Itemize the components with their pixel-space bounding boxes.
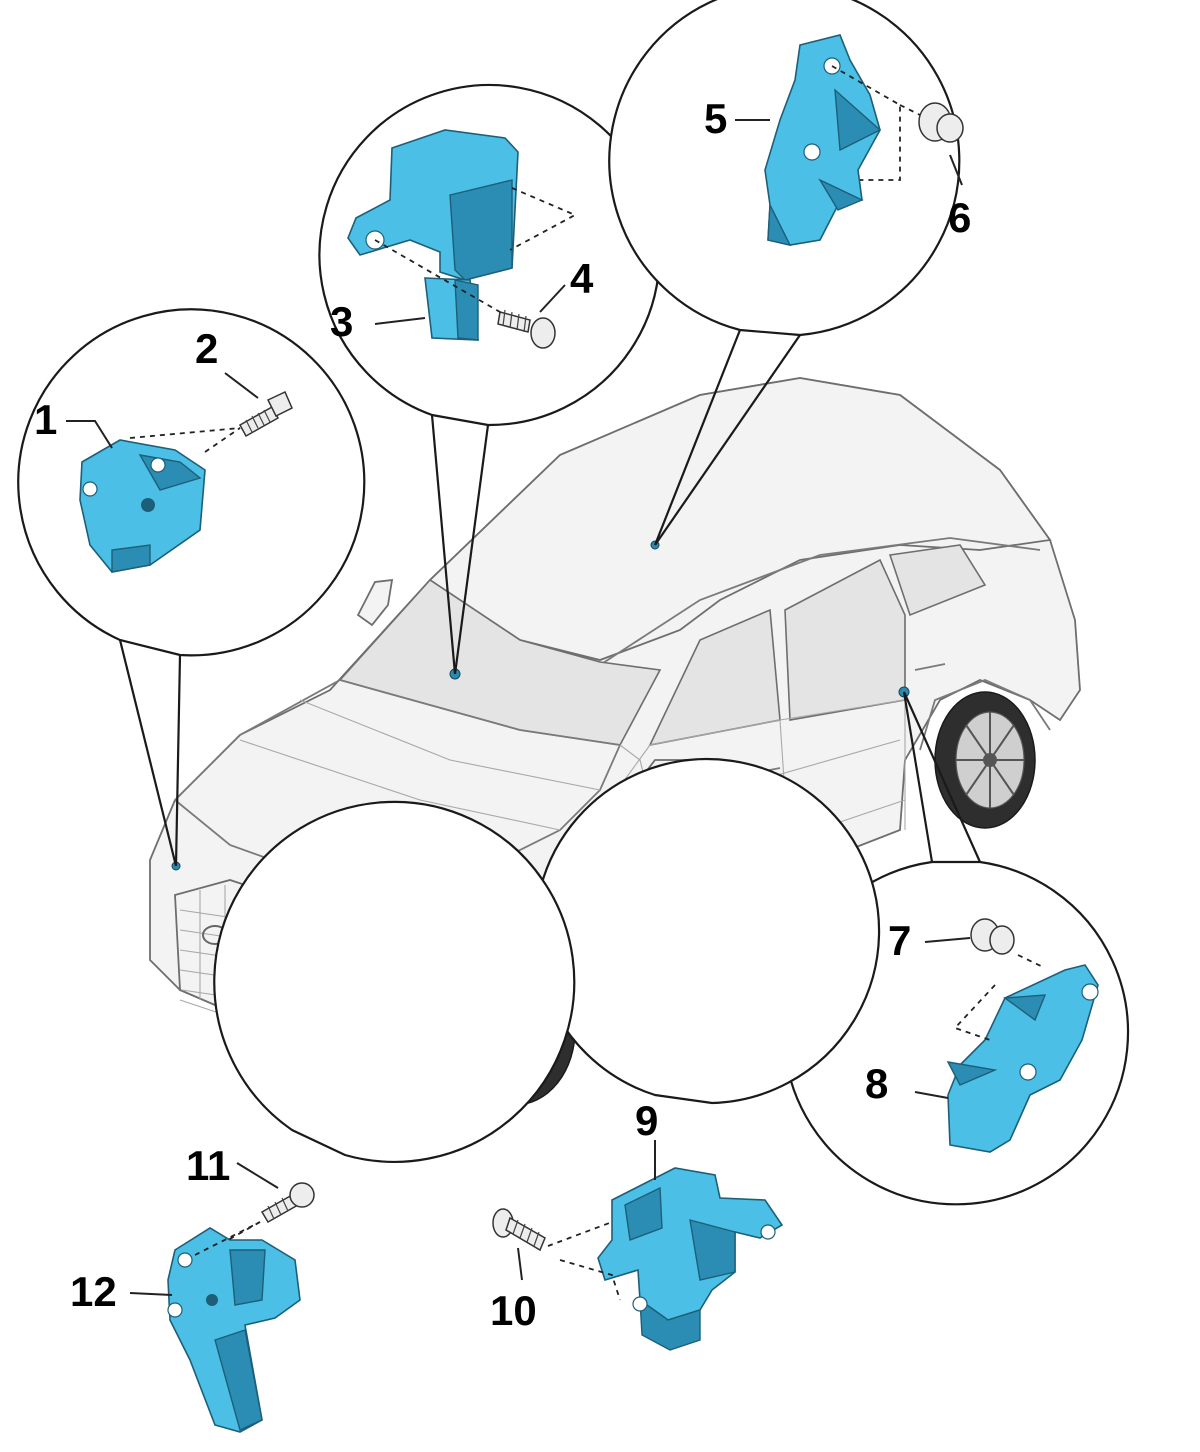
crash-sensor-12: [167, 1227, 301, 1433]
bolt-11: [260, 1182, 315, 1224]
quarter-window: [888, 544, 987, 617]
callout-6: 6: [948, 194, 971, 241]
callout-3: 3: [330, 298, 353, 345]
callout-4: 4: [570, 255, 594, 302]
crash-sensor-9: [597, 1167, 784, 1351]
callout-9: 9: [635, 1097, 658, 1144]
crash-sensor-3: [347, 129, 519, 341]
callout-12: 12: [70, 1268, 117, 1315]
rear-wheel: [934, 691, 1036, 829]
detail-circle-windscreen-sensor: 3 4: [318, 83, 661, 427]
callout-10: 10: [490, 1287, 537, 1334]
detail-circle-front-right-sensor: 11 12: [70, 800, 576, 1433]
callout-1: 1: [34, 396, 57, 443]
roof-rail: [599, 537, 1041, 666]
callout-2: 2: [195, 325, 218, 372]
callout-7: 7: [888, 917, 911, 964]
callout-5: 5: [704, 95, 727, 142]
left-mirror: [356, 578, 394, 627]
crash-sensor-5: [764, 34, 882, 247]
bolt-4: [497, 309, 556, 349]
rear-side-window: [784, 558, 906, 721]
bolt-2: [238, 390, 293, 438]
detail-circle-front-door-sensor: 9 10: [490, 757, 881, 1351]
callout-8: 8: [865, 1060, 888, 1107]
nut-7: [970, 918, 1015, 955]
detail-circle-front-sensor: 1 2: [17, 308, 366, 657]
vehicle-roof: [428, 377, 1052, 661]
bolt-10: [492, 1208, 546, 1252]
crash-sensor-8: [946, 964, 1099, 1153]
nut-6: [918, 102, 964, 143]
callout-11: 11: [186, 1142, 230, 1189]
detail-circle-roof-sensor: 5 6: [608, 0, 971, 337]
crash-sensor-1: [79, 439, 206, 573]
